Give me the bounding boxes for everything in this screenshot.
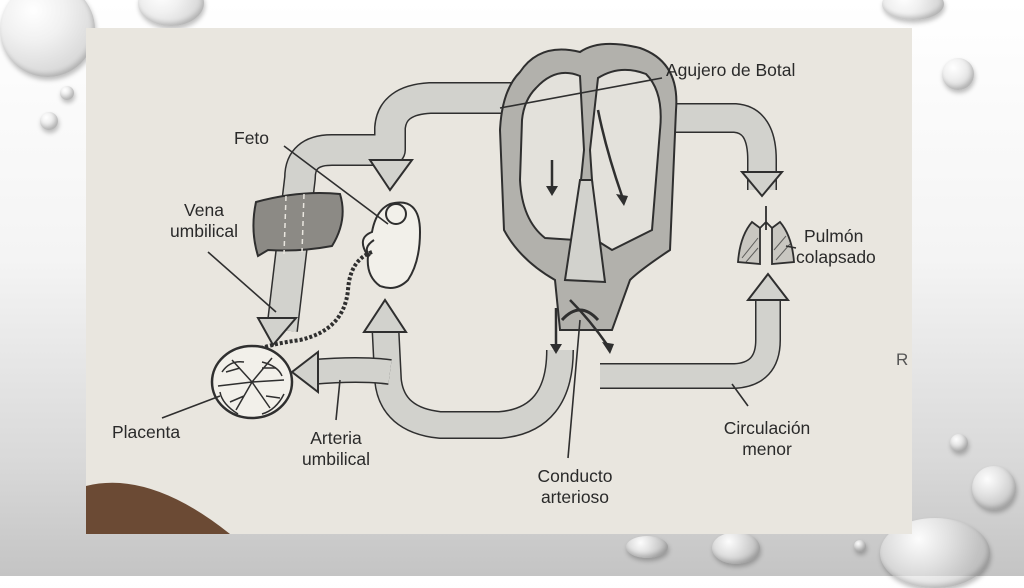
arrow-up-lung: [745, 272, 791, 301]
placenta-organ: [210, 344, 294, 420]
leader-pulmon: [785, 245, 797, 249]
liver: [252, 192, 344, 258]
return-vessel: [600, 300, 780, 388]
water-drop: [950, 434, 968, 452]
water-drop: [882, 0, 944, 20]
water-drop: [0, 0, 95, 77]
textbook-photo: Agujero de Botal Feto Vena umbilical Pul…: [86, 28, 912, 534]
fetal-circulation-diagram: [86, 42, 797, 534]
collapsed-lungs: [737, 206, 795, 265]
upper-vessel: [267, 83, 530, 332]
label-conducto-arterioso: Conducto arterioso: [510, 466, 640, 508]
label-feto: Feto: [234, 128, 270, 148]
leader-placenta: [161, 395, 221, 419]
heart: [498, 42, 678, 331]
leader-arteria: [335, 379, 341, 421]
water-drop: [972, 466, 1016, 510]
lower-vessel: [372, 319, 573, 438]
fetus: [361, 201, 422, 289]
leader-conducto: [567, 319, 581, 459]
water-drop: [60, 86, 74, 100]
water-drop: [712, 532, 760, 564]
label-arteria-umbilical: Arteria umbilical: [276, 428, 396, 470]
arrow-left-placenta: [290, 349, 319, 395]
water-drop: [626, 536, 668, 558]
leader-circulacion: [731, 383, 749, 407]
label-conducto-line2: arterioso: [540, 487, 610, 507]
label-arteria-line1: Arteria: [310, 428, 362, 448]
water-drop: [942, 58, 974, 90]
label-placenta: Placenta: [112, 422, 181, 442]
label-vena-umbilical: Vena umbilical: [154, 200, 254, 242]
water-drop: [138, 0, 204, 26]
leader-agujero: [499, 77, 663, 109]
pulmonary-vessel: [650, 104, 776, 190]
label-vena-line1: Vena: [184, 200, 224, 220]
book-edge: [86, 482, 230, 534]
arrow-down-right: [739, 171, 785, 198]
arrow-down-feto: [368, 159, 414, 192]
leader-vena: [207, 251, 277, 313]
label-vena-line2: umbilical: [169, 221, 239, 241]
label-pulmon-line1: Pulmón: [804, 226, 864, 246]
label-pulmon-colapsado: Pulmón colapsado: [796, 226, 876, 268]
placenta-branch: [311, 358, 392, 384]
label-agujero-de-botal: Agujero de Botal: [666, 60, 796, 80]
label-circulacion-line2: menor: [742, 439, 792, 459]
leader-feto: [283, 145, 389, 225]
water-drop: [40, 112, 58, 130]
label-conducto-line1: Conducto: [537, 466, 613, 486]
label-circulacion-menor: Circulación menor: [702, 418, 832, 460]
label-circulacion-line1: Circulación: [723, 418, 811, 438]
arrow-up-left: [362, 298, 408, 333]
label-pulmon-line2: colapsado: [796, 247, 876, 267]
page-edge-letter: R: [896, 350, 909, 369]
arrow-down-vena: [256, 317, 299, 347]
water-drop: [854, 540, 866, 552]
label-arteria-line2: umbilical: [301, 449, 371, 469]
